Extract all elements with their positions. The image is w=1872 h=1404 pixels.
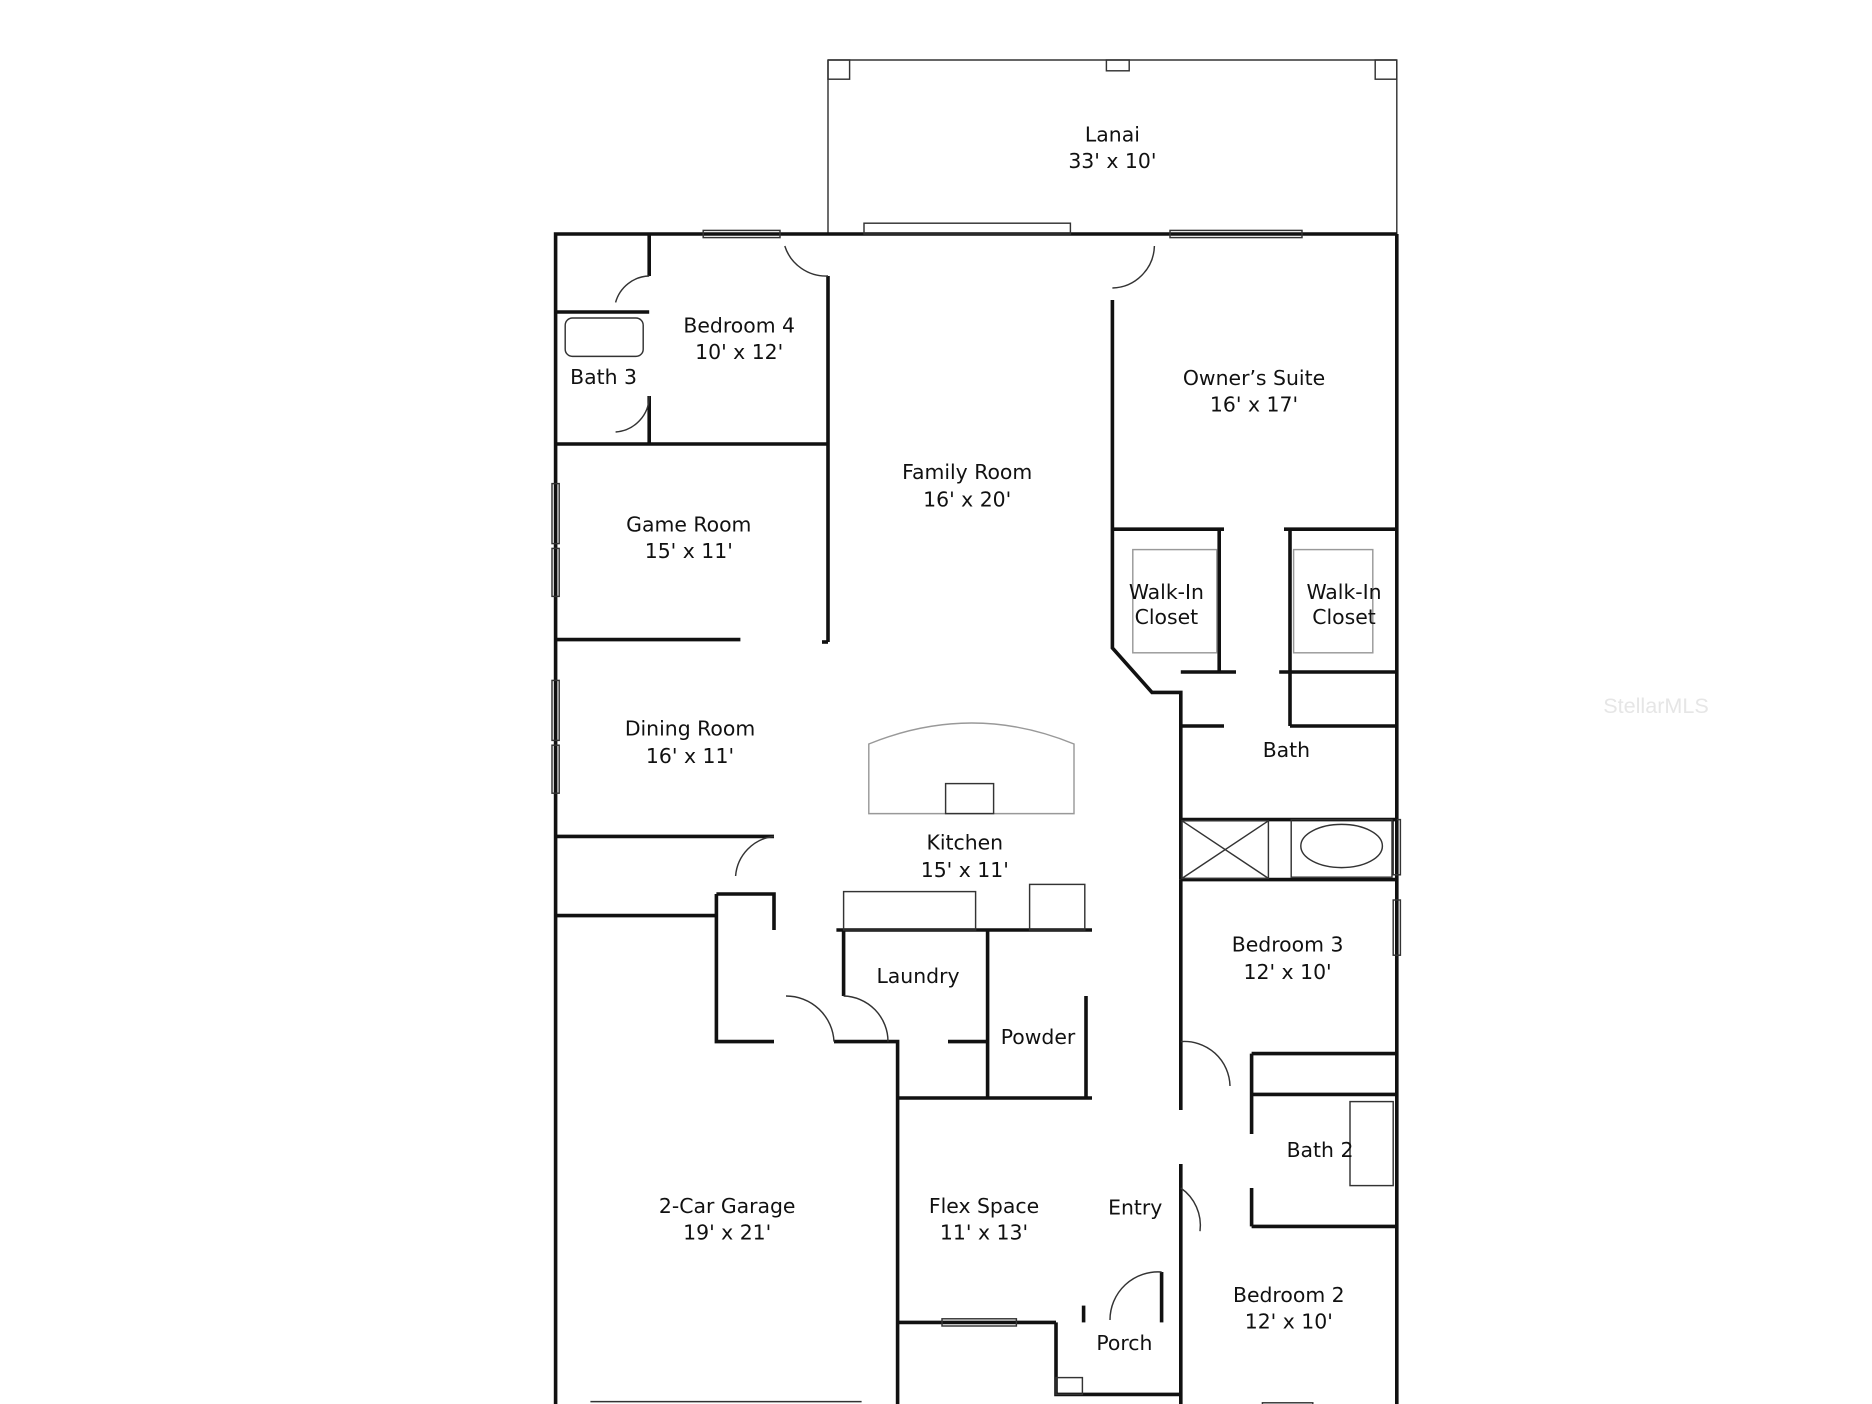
room-name: Lanai — [1085, 123, 1140, 147]
room-name: Kitchen — [926, 831, 1003, 855]
room-name: Bath — [1263, 738, 1310, 762]
room-name: Bedroom 2 — [1233, 1283, 1345, 1307]
room-size: 11' x 13' — [940, 1221, 1028, 1245]
room-name: Owner’s Suite — [1183, 366, 1325, 390]
room-size: 16' x 20' — [923, 487, 1011, 511]
room-name: Laundry — [876, 964, 959, 988]
room-name: Entry — [1108, 1195, 1162, 1219]
room-name: Game Room — [626, 513, 751, 537]
room-name: Walk-In — [1306, 580, 1381, 604]
room-name: Family Room — [902, 460, 1032, 484]
room-name: Bath 3 — [570, 365, 637, 389]
room-size: 19' x 21' — [683, 1221, 771, 1245]
room-size: 33' x 10' — [1068, 149, 1156, 173]
room-labels: Lanai 33' x 10' Bedroom 4 10' x 12' Bath… — [570, 123, 1381, 1355]
room-name: Bedroom 3 — [1232, 933, 1344, 957]
room-size: 16' x 11' — [646, 744, 734, 768]
room-name: Bedroom 4 — [683, 313, 795, 337]
room-name: Closet — [1312, 605, 1376, 629]
room-name: Flex Space — [929, 1194, 1039, 1218]
room-size: 12' x 10' — [1244, 960, 1332, 984]
room-name: Porch — [1096, 1331, 1152, 1355]
room-size: 15' x 11' — [645, 539, 733, 563]
room-name: Dining Room — [625, 717, 755, 741]
room-size: 12' x 10' — [1245, 1309, 1333, 1333]
interior-walls — [555, 234, 1397, 1404]
room-name: Powder — [1001, 1025, 1076, 1049]
doors — [614, 245, 1231, 1321]
room-name: Bath 2 — [1287, 1138, 1354, 1162]
room-size: 15' x 11' — [921, 858, 1009, 882]
fixtures — [564, 317, 1394, 1396]
lanai-outline — [827, 59, 1398, 234]
room-size: 16' x 17' — [1210, 393, 1298, 417]
room-name: 2-Car Garage — [659, 1194, 796, 1218]
room-name: Walk-In — [1129, 580, 1204, 604]
watermark: StellarMLS — [1603, 693, 1709, 718]
windows — [551, 222, 1402, 1404]
room-name: Closet — [1135, 605, 1199, 629]
room-size: 10' x 12' — [695, 340, 783, 364]
